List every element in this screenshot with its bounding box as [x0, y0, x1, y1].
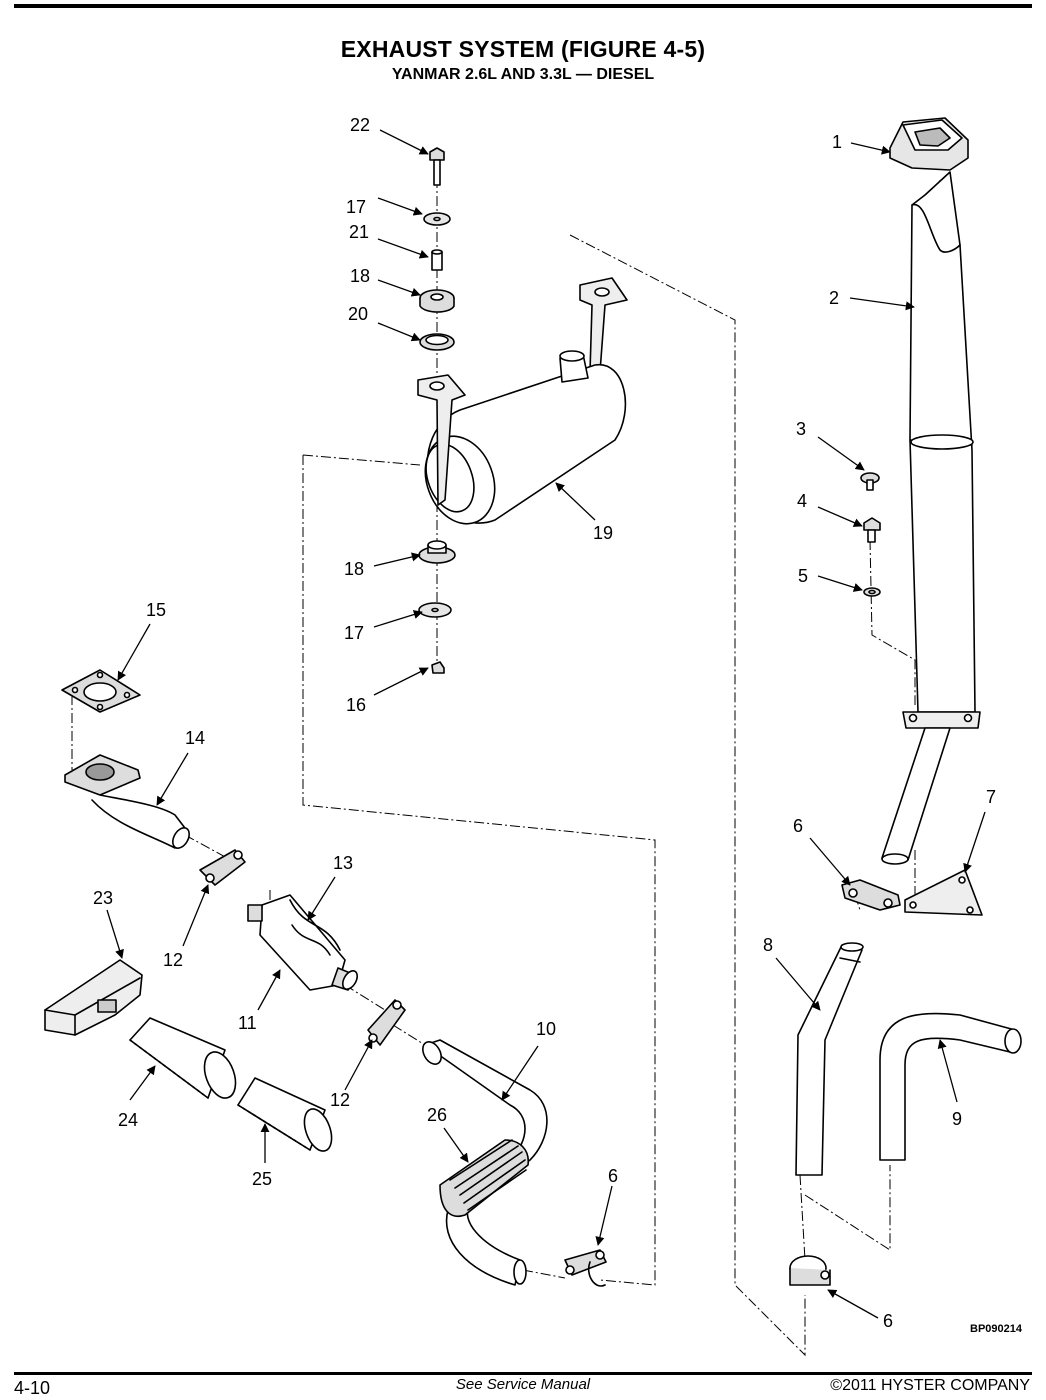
callout-22: 22	[350, 115, 370, 135]
page-title: EXHAUST SYSTEM (FIGURE 4-5)	[340, 36, 706, 62]
callout-12: 12	[163, 950, 183, 970]
callout-17: 17	[344, 623, 364, 643]
cap-plug-part	[860, 472, 880, 491]
retaining-ring-part	[419, 333, 455, 351]
flat-washer-lower-part	[418, 602, 452, 618]
bellows-part	[439, 1139, 530, 1217]
callout-18: 18	[344, 559, 364, 579]
callout-12: 12	[330, 1090, 350, 1110]
rubber-isolator-upper-part	[419, 289, 455, 313]
callout-20: 20	[348, 304, 368, 324]
callout-1: 1	[832, 132, 842, 152]
callout-26: 26	[427, 1105, 447, 1125]
flat-washer-upper-part	[423, 212, 451, 226]
mounting-plate-part	[904, 869, 983, 916]
callout-24: 24	[118, 1110, 138, 1130]
clamp-part-left-upper	[199, 849, 246, 886]
drawing-code: BP090214	[970, 1323, 1022, 1335]
heat-shield-part	[44, 959, 143, 1036]
bottom-rule	[14, 1372, 1032, 1375]
top-rule	[14, 4, 1032, 8]
callout-7: 7	[986, 787, 996, 807]
spacer-sleeve-part	[431, 249, 443, 271]
callout-2: 2	[829, 288, 839, 308]
exhaust-stack-part	[881, 171, 981, 865]
callout-15: 15	[146, 600, 166, 620]
callout-5: 5	[798, 566, 808, 586]
heat-sleeve-small-part	[237, 1077, 333, 1152]
callout-25: 25	[252, 1169, 272, 1189]
rubber-isolator-lower-part	[418, 540, 456, 564]
washer-part	[863, 587, 881, 597]
callout-16: 16	[346, 695, 366, 715]
copyright-text: ©2011 HYSTER COMPANY	[830, 1377, 1030, 1394]
page-subtitle: YANMAR 2.6L AND 3.3L — DIESEL	[391, 66, 655, 83]
clamp-part-lower-middle	[564, 1249, 607, 1287]
hex-nut-part	[431, 661, 445, 674]
tail-pipe-part	[795, 942, 864, 1176]
callout-23: 23	[93, 888, 113, 908]
callout-6: 6	[608, 1166, 618, 1186]
clamp-part-left-lower	[367, 999, 406, 1046]
callout-14: 14	[185, 728, 205, 748]
gasket-part	[61, 669, 141, 713]
callout-11: 11	[238, 1013, 257, 1033]
heat-sleeve-part	[129, 1017, 237, 1099]
mount-bolt-part	[429, 147, 445, 186]
callout-leaders	[106, 129, 986, 1319]
callout-10: 10	[536, 1019, 556, 1039]
callout-4: 4	[797, 491, 807, 511]
callout-numbers: 1 2 3 4 5 6 6 6 7 8 9 10 11 12 12 13 14 …	[93, 115, 996, 1331]
callout-8: 8	[763, 935, 773, 955]
bolt-part	[863, 517, 881, 543]
callout-3: 3	[796, 419, 806, 439]
callout-18: 18	[350, 266, 370, 286]
callout-19: 19	[593, 523, 613, 543]
muffler-part	[417, 277, 628, 525]
footer-note: See Service Manual	[455, 1376, 591, 1393]
callout-17: 17	[346, 197, 366, 217]
rain-cap-part	[889, 117, 969, 171]
callout-6: 6	[793, 816, 803, 836]
curved-pipe-part	[879, 1012, 1022, 1161]
catalyst-part	[247, 894, 359, 991]
clamp-part-lower-right	[789, 1255, 831, 1286]
exhaust-elbow-part	[64, 754, 190, 849]
callout-9: 9	[952, 1109, 962, 1129]
callout-21: 21	[349, 222, 369, 242]
page-number: 4-10	[14, 1378, 51, 1398]
callout-6: 6	[883, 1311, 893, 1331]
callout-13: 13	[333, 853, 353, 873]
clamp-part-upper	[841, 879, 901, 911]
